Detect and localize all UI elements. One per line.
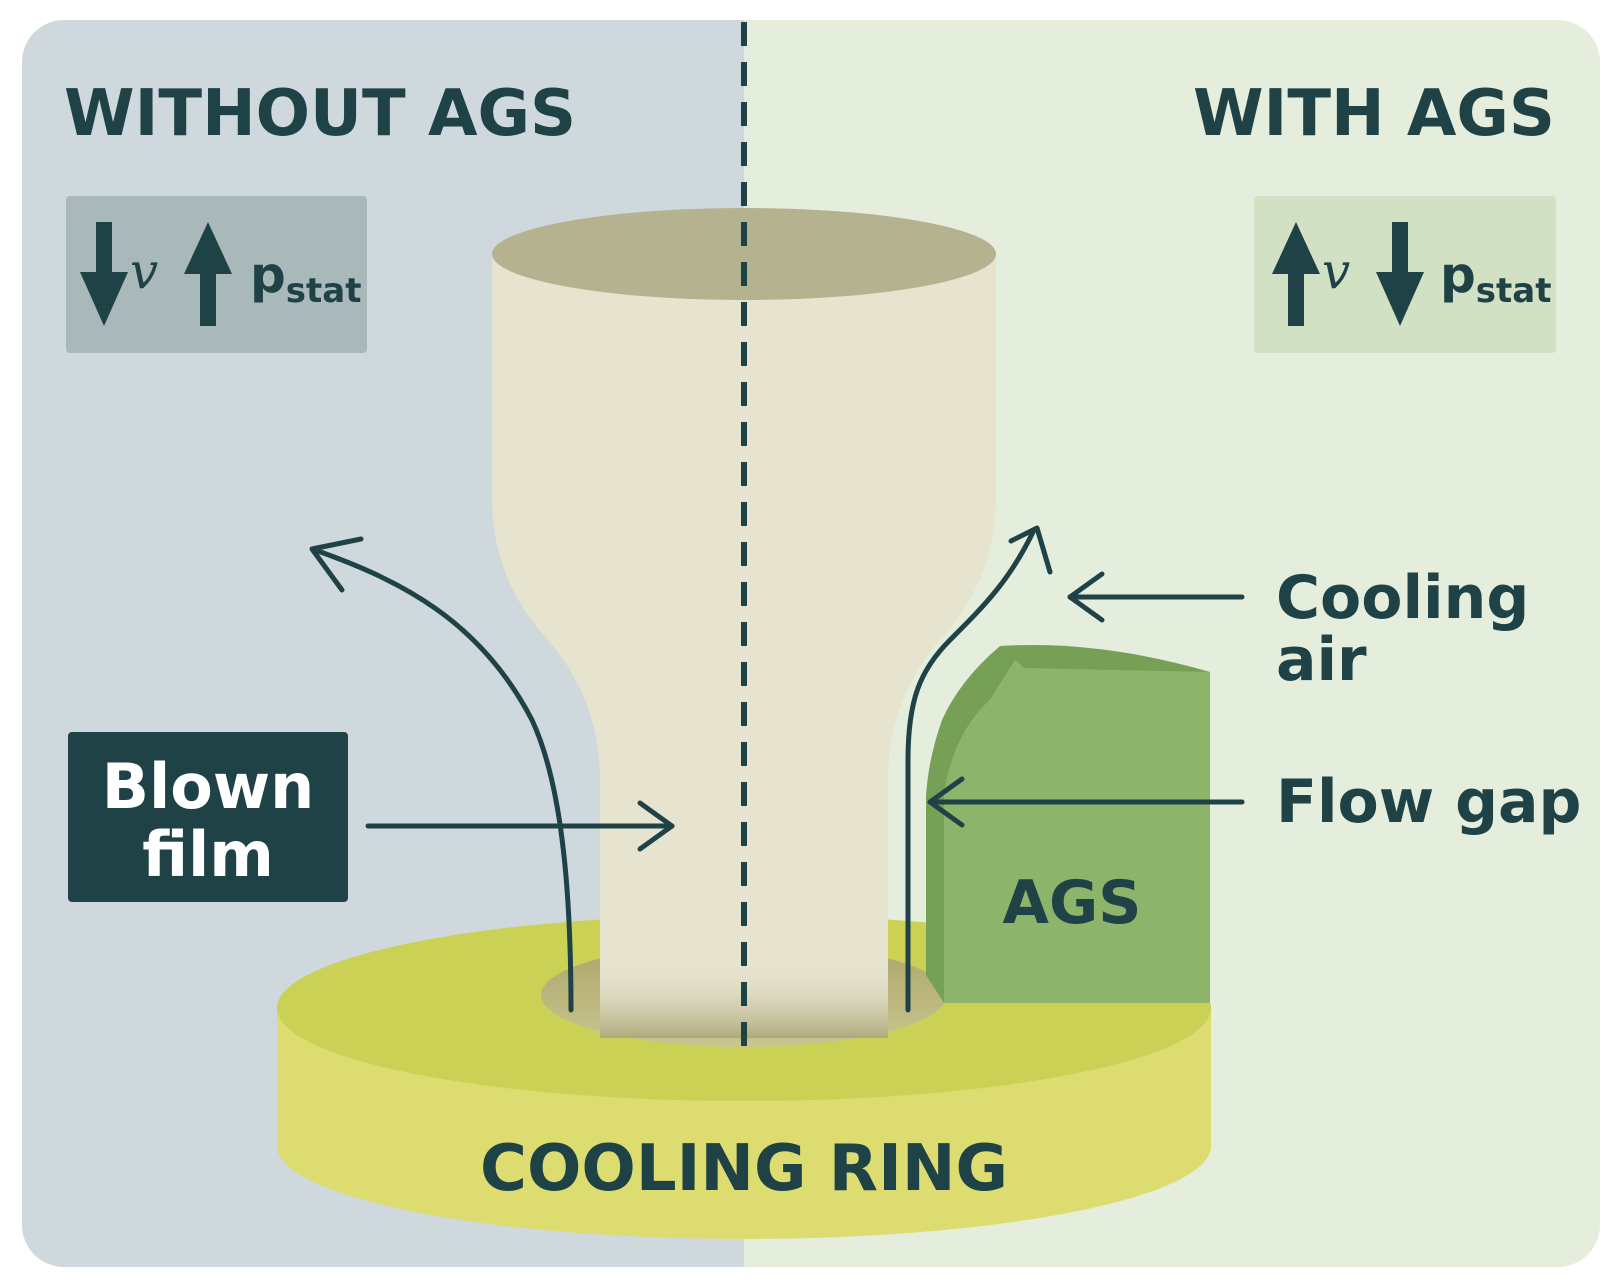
ags-block: AGS: [926, 645, 1210, 1003]
velocity-up-arrow-icon: [1272, 222, 1320, 326]
flow-gap-pointer-arrow: [927, 776, 1245, 828]
left-airflow-arrow: [309, 536, 574, 1013]
right-title: WITH AGS: [1193, 77, 1555, 151]
pressure-symbol-right: pstat: [1440, 246, 1551, 311]
pressure-p: p: [250, 246, 286, 304]
cooling-air-callout: Cooling air: [1067, 563, 1529, 695]
pressure-symbol: pstat: [250, 246, 361, 311]
blown-film-pointer-arrow: [365, 800, 675, 852]
film-top-opening: [492, 208, 996, 300]
pressure-subscript: stat: [286, 271, 362, 311]
velocity-down-arrow-icon: [80, 222, 128, 326]
pressure-down-arrow-icon: [1376, 222, 1424, 326]
ags-label: AGS: [1003, 868, 1142, 938]
cooling-air-pointer-arrow: [1067, 571, 1245, 623]
flow-gap-callout: Flow gap: [927, 767, 1581, 837]
blown-film-label-line1: Blown: [102, 750, 315, 823]
velocity-symbol: v: [130, 242, 158, 300]
cooling-air-label-line1: Cooling: [1276, 563, 1529, 633]
velocity-symbol-right: v: [1322, 242, 1350, 300]
pressure-up-arrow-icon: [184, 222, 232, 326]
ags-block-edge: [926, 646, 1024, 1003]
cooling-ring-label: COOLING RING: [480, 1132, 1008, 1206]
right-indicator: v pstat: [1254, 196, 1556, 353]
blown-film-label-box: [68, 732, 348, 902]
blown-film-label-line2: film: [142, 818, 274, 891]
left-indicator: v pstat: [66, 196, 367, 353]
right-airflow-arrow: [905, 525, 1053, 1013]
flow-gap-label: Flow gap: [1276, 767, 1581, 837]
blown-film-callout: Blown film: [68, 732, 675, 902]
pressure-subscript-right: stat: [1476, 271, 1552, 311]
ags-block-front: [944, 646, 1210, 1003]
left-indicator-box: [66, 196, 367, 353]
left-title: WITHOUT AGS: [64, 77, 576, 151]
ags-block-top: [1000, 645, 1210, 672]
cooling-air-label-line2: air: [1276, 625, 1367, 695]
pressure-p-right: p: [1440, 246, 1476, 304]
